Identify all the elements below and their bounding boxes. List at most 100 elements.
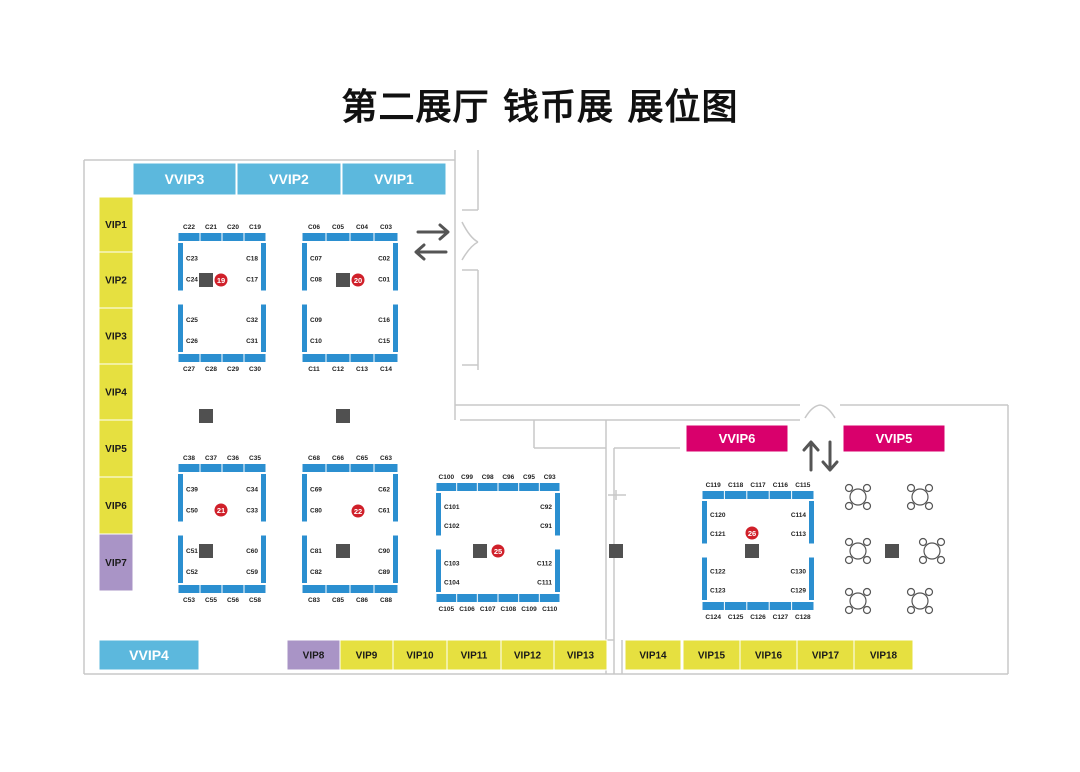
booth-cluster-25: C100C105C99C106C98C107C96C108C95C109C93C… [436, 474, 560, 613]
booth-label-bottom: C30 [249, 366, 261, 373]
booth-side-right [393, 304, 398, 352]
swap-horizontal-icon [414, 223, 450, 261]
booth-bottom [244, 585, 266, 593]
booth-label-bottom: C88 [380, 597, 392, 604]
booth-label-right: C01 [378, 277, 390, 284]
booth-bottom [244, 354, 266, 362]
booth-bottom [350, 585, 374, 593]
booth-label-right: C59 [246, 569, 258, 576]
booth-label-top: C96 [502, 474, 514, 481]
booth-label-bottom: C56 [227, 597, 239, 604]
vvip4-box [98, 639, 200, 671]
vvip5-box [842, 424, 946, 453]
booth-label-top: C03 [380, 224, 392, 231]
chair [844, 587, 854, 597]
booth-label-top: C04 [356, 224, 368, 231]
booth-label-top: C116 [773, 482, 789, 489]
booth-label-top: C20 [227, 224, 239, 231]
cluster-number-marker [745, 526, 759, 540]
vip-left-3-box [98, 307, 134, 365]
chair [924, 501, 934, 511]
booth-label-right: C18 [246, 255, 258, 262]
table-with-chairs-icon [918, 537, 946, 565]
vip-bottom-7-label: VIP14 [639, 651, 667, 662]
booth-top [350, 233, 374, 241]
booth-label-left: C24 [186, 277, 198, 284]
booth-label-left: C122 [710, 568, 726, 575]
booth-label-bottom: C124 [705, 614, 721, 621]
booth-label-right: C89 [378, 569, 390, 576]
vip-bottom-4-label: VIP11 [461, 651, 488, 662]
booth-label-right: C31 [246, 338, 258, 345]
booth-label-top: C95 [523, 474, 535, 481]
booth-label-right: C17 [246, 277, 258, 284]
vip-bottom-1-box [286, 639, 341, 671]
booth-top [702, 491, 724, 499]
booth-label-left: C102 [444, 523, 460, 530]
arrow-up [802, 440, 820, 472]
booth-label-top: C115 [795, 482, 811, 489]
arrow-right [416, 223, 450, 241]
booth-label-left: C10 [310, 338, 322, 345]
booth-label-bottom: C83 [308, 597, 320, 604]
booth-label-bottom: C12 [332, 366, 344, 373]
booth-label-right: C113 [791, 531, 807, 538]
booth-label-left: C80 [310, 508, 322, 515]
booth-top [436, 483, 457, 491]
booth-label-right: C114 [791, 512, 807, 519]
table [849, 488, 867, 506]
booth-label-bottom: C126 [750, 614, 766, 621]
booth-side-right [393, 243, 398, 291]
booth-top [222, 233, 244, 241]
booth-label-right: C62 [378, 486, 390, 493]
chair [844, 605, 854, 615]
booth-top [724, 491, 747, 499]
booth-side-right [555, 549, 560, 592]
booth-label-bottom: C53 [183, 597, 195, 604]
booth-side-left [302, 535, 307, 583]
booth-label-right: C90 [378, 548, 390, 555]
chair [862, 587, 872, 597]
vip-bottom-11-label: VIP18 [870, 651, 898, 662]
cluster-number-label: 26 [748, 529, 756, 538]
booth-label-bottom: C86 [356, 597, 368, 604]
vip-bottom-6-box [553, 639, 608, 671]
booth-label-left: C81 [310, 548, 322, 555]
booth-label-right: C02 [378, 255, 390, 262]
booth-side-left [702, 557, 707, 600]
chair [906, 605, 916, 615]
vvip-top-1-box [132, 162, 237, 196]
table [849, 592, 867, 610]
booth-label-left: C101 [444, 504, 460, 511]
arrow-left [414, 243, 448, 261]
cluster-number-label: 25 [494, 547, 502, 556]
chair [924, 587, 934, 597]
vip-bottom-2-label: VIP9 [356, 651, 378, 662]
booth-side-right [809, 501, 814, 544]
vip-left-6-label: VIP6 [105, 501, 127, 512]
booth-side-left [302, 243, 307, 291]
booth-bottom [178, 354, 200, 362]
booth-top [457, 483, 477, 491]
pillar-icon [336, 409, 350, 423]
booth-side-left [178, 474, 183, 522]
table-with-chairs-icon [844, 587, 872, 615]
booth-label-right: C16 [378, 317, 390, 324]
vip-left-4-label: VIP4 [105, 388, 127, 399]
booth-label-left: C09 [310, 317, 322, 324]
chair [862, 605, 872, 615]
vip-bottom-3-label: VIP10 [406, 651, 434, 662]
booth-top [302, 464, 326, 472]
booth-label-top: C38 [183, 455, 195, 462]
booth-label-right: C32 [246, 317, 258, 324]
booth-top [200, 464, 222, 472]
vip-bottom-9-box [739, 639, 798, 671]
vvip-top-2-label: VVIP2 [269, 171, 309, 187]
booth-top [326, 233, 350, 241]
chair [936, 555, 946, 565]
booth-label-top: C68 [308, 455, 320, 462]
booth-label-left: C23 [186, 255, 198, 262]
booth-label-bottom: C85 [332, 597, 344, 604]
booth-label-right: C91 [540, 523, 552, 530]
